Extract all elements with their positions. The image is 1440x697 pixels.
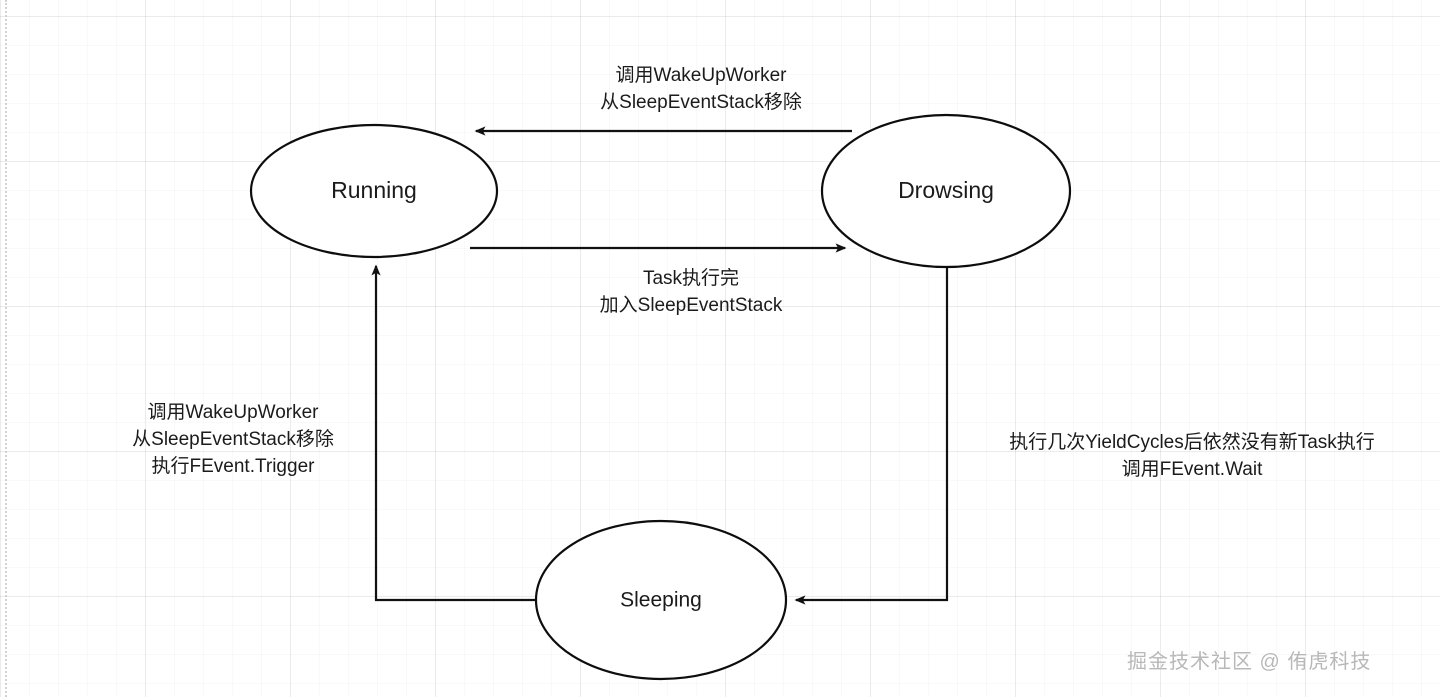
node-running[interactable] [249, 123, 499, 259]
edge-label-sleeping-to-running: 调用WakeUpWorker 从SleepEventStack移除 执行FEve… [132, 402, 334, 477]
watermark: 掘金技术社区 @ 侑虎科技 [1127, 651, 1372, 673]
edge-label-running-to-drowsing: Task执行完 加入SleepEventStack [599, 268, 783, 316]
edge-drowsing-to-sleeping [794, 264, 949, 605]
node-running-label: Running [331, 177, 417, 203]
node-sleeping-label: Sleeping [620, 589, 702, 612]
node-drowsing-label: Drowsing [898, 177, 994, 203]
left-margin-rule [5, 0, 7, 697]
edge-label-drowsing-to-sleeping: 执行几次YieldCycles后依然没有新Task执行 调用FEvent.Wai… [1009, 432, 1375, 480]
edge-label-drowsing-to-running: 调用WakeUpWorker 从SleepEventStack移除 [600, 65, 802, 113]
node-sleeping[interactable] [534, 519, 788, 681]
node-drowsing[interactable] [820, 113, 1072, 269]
edge-sleeping-to-running [371, 264, 536, 602]
